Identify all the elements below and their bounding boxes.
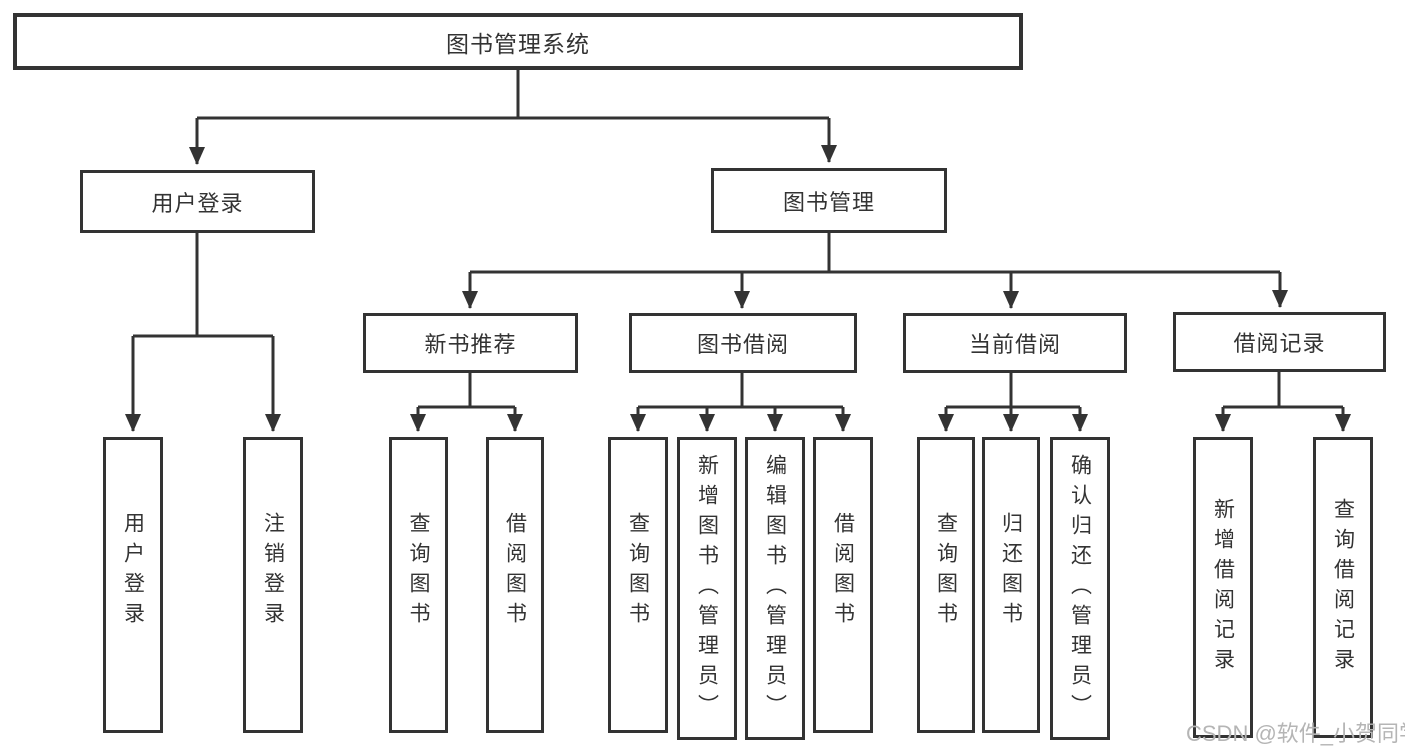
leaf-edit-book-admin: 编辑图书（管理员） <box>745 437 805 740</box>
node-book-borrowing: 图书借阅 <box>629 313 857 373</box>
leaf-query-books-borrowing: 查询图书 <box>608 437 668 733</box>
node-label: 确认归还（管理员） <box>1068 453 1092 724</box>
leaf-borrow-books-recommend: 借阅图书 <box>486 437 544 733</box>
node-borrowing-records: 借阅记录 <box>1173 312 1386 372</box>
node-label: 查询图书 <box>407 512 431 632</box>
leaf-query-books-recommend: 查询图书 <box>389 437 448 733</box>
leaf-confirm-return-admin: 确认归还（管理员） <box>1050 437 1110 740</box>
node-label: 借阅图书 <box>831 512 855 632</box>
csdn-watermark: CSDN @软件_小贺同学 <box>1186 721 1405 746</box>
node-label: 编辑图书（管理员） <box>763 453 787 724</box>
node-label: 新增图书（管理员） <box>695 453 719 724</box>
node-label: 注销登录 <box>261 512 285 632</box>
node-label: 新书推荐 <box>424 332 517 357</box>
node-library-system: 图书管理系统 <box>13 13 1023 70</box>
leaf-query-books-current: 查询图书 <box>917 437 975 733</box>
node-label: 图书管理系统 <box>446 30 590 57</box>
node-label: 新增借阅记录 <box>1211 497 1235 678</box>
node-label: 查询图书 <box>934 512 958 632</box>
node-label: 当前借阅 <box>968 332 1061 357</box>
leaf-logout: 注销登录 <box>243 437 303 733</box>
node-label: 查询借阅记录 <box>1331 497 1355 678</box>
node-user-login: 用户登录 <box>80 170 315 233</box>
node-label: 用户登录 <box>151 190 244 216</box>
leaf-add-borrow-record: 新增借阅记录 <box>1193 437 1253 738</box>
node-label: 借阅图书 <box>503 512 527 632</box>
leaf-borrow-books-borrowing: 借阅图书 <box>813 437 873 733</box>
node-label: 借阅记录 <box>1233 331 1326 356</box>
node-label: 图书管理 <box>782 189 875 215</box>
node-new-book-recommend: 新书推荐 <box>363 313 578 373</box>
leaf-add-book-admin: 新增图书（管理员） <box>677 437 737 740</box>
node-label: 用户登录 <box>121 512 145 632</box>
leaf-return-book: 归还图书 <box>982 437 1040 733</box>
node-label: 查询图书 <box>626 512 650 632</box>
leaf-user-login: 用户登录 <box>103 437 163 733</box>
leaf-query-borrow-record: 查询借阅记录 <box>1313 437 1373 738</box>
node-current-borrowing: 当前借阅 <box>903 313 1127 373</box>
node-label: 归还图书 <box>999 512 1023 632</box>
node-label: 图书借阅 <box>696 332 789 357</box>
node-book-management: 图书管理 <box>711 168 947 233</box>
